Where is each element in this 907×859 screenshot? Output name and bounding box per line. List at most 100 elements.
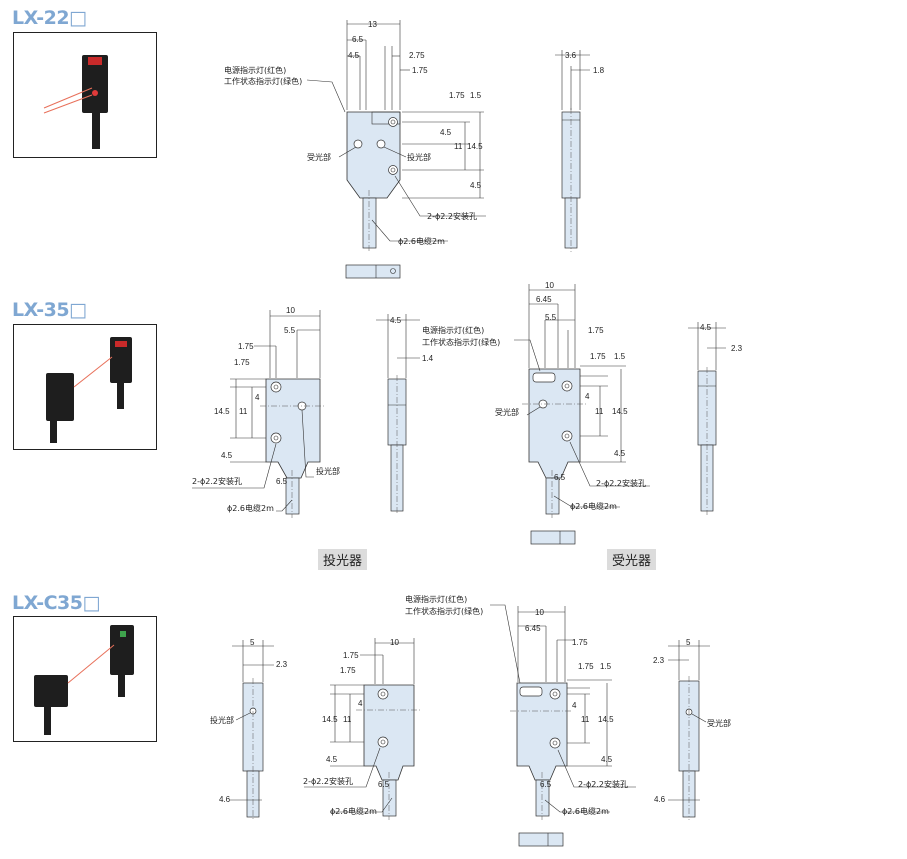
lx22-bottom-view [345, 264, 401, 279]
cable-label: ϕ2.6电缆2m [227, 503, 274, 513]
receiver-part-label: 受光部 [495, 407, 519, 417]
dim-label: 11 [454, 142, 463, 151]
dim-label: 1.75 [590, 352, 606, 361]
lxc35-receiver-bottom-view [518, 832, 564, 847]
section-title-lx22: LX-22□ [12, 7, 87, 29]
dim-label: 10 [535, 608, 544, 617]
dim-label: 1.75 [343, 651, 359, 660]
lx35-receiver-bottom-view [530, 530, 576, 545]
lxc35-emitter-front-view [304, 638, 420, 820]
dim-label: 11 [581, 715, 590, 724]
dim-label: 6.5 [554, 473, 566, 482]
dim-label: 1.75 [572, 638, 588, 647]
dim-label: 14.5 [598, 715, 614, 724]
dim-label: 11 [595, 407, 604, 416]
dim-label: 1.5 [614, 352, 626, 361]
dim-label: 6.5 [276, 477, 288, 486]
dim-label: 1.75 [340, 666, 356, 675]
dim-label: 1.75 [449, 91, 465, 100]
dim-label: 2.75 [409, 51, 425, 60]
dim-label: 4.6 [654, 795, 666, 804]
lx35-receiver-side-view [688, 322, 726, 515]
dim-label: 14.5 [467, 142, 483, 151]
dim-label: 4 [572, 701, 577, 710]
dim-label: 6.45 [536, 295, 552, 304]
mounting-hole-label: 2-ϕ2.2安装孔 [596, 478, 646, 488]
dim-label: 4.5 [601, 755, 613, 764]
dim-label: 1.8 [593, 66, 605, 75]
dim-label: 4.5 [470, 181, 482, 190]
lxc35-emitter-side-view [230, 640, 274, 820]
dim-label: 6.5 [540, 780, 552, 789]
caption-receiver: 受光器 [607, 549, 657, 570]
dim-label: 1.4 [422, 354, 434, 363]
lx35-emitter-front-view [192, 310, 325, 518]
dim-label: 11 [239, 407, 248, 416]
lx35-receiver-front-view [514, 284, 650, 518]
section-title-lx35: LX-35□ [12, 299, 87, 321]
product-photo-lx35 [13, 324, 157, 450]
dim-label: 1.75 [412, 66, 428, 75]
dim-label: 1.75 [578, 662, 594, 671]
dim-label: 10 [390, 638, 399, 647]
dim-label: 14.5 [612, 407, 628, 416]
led-label: 电源指示灯(红色) [224, 65, 286, 75]
mounting-hole-label: 2-ϕ2.2安装孔 [303, 776, 353, 786]
dim-label: 1.75 [234, 358, 250, 367]
product-photo-lxc35 [13, 616, 157, 742]
cable-label: ϕ2.6电缆2m [570, 501, 617, 511]
emitter-part-label: 投光部 [210, 715, 234, 725]
dim-label: 4.5 [390, 316, 402, 325]
led-status-label: 工作状态指示灯(绿色) [224, 76, 302, 86]
dim-label: 4.5 [326, 755, 338, 764]
dim-label: 4.5 [614, 449, 626, 458]
receiver-part-label: 受光部 [307, 152, 331, 162]
dim-label: 6.5 [352, 35, 364, 44]
dim-label: 4.6 [219, 795, 231, 804]
dim-label: 5.5 [284, 326, 296, 335]
section-title-lxc35: LX-C35□ [12, 592, 100, 614]
mounting-hole-label: 2-ϕ2.2安装孔 [192, 476, 242, 486]
dim-label: 10 [286, 306, 295, 315]
dim-label: 14.5 [322, 715, 338, 724]
lxc35-receiver-front-view [490, 604, 636, 820]
dim-label: 1.75 [238, 342, 254, 351]
caption-emitter: 投光器 [318, 549, 368, 570]
dim-label: 2.3 [276, 660, 288, 669]
dim-label: 11 [343, 715, 352, 724]
dim-label: 4.5 [440, 128, 452, 137]
emitter-part-label: 投光部 [316, 466, 340, 476]
dim-label: 1.5 [600, 662, 612, 671]
dim-label: 5 [250, 638, 255, 647]
emitter-part-label: 投光部 [407, 152, 431, 162]
dim-label: 1.75 [588, 326, 604, 335]
cable-label: ϕ2.6电缆2m [398, 236, 445, 246]
dim-label: 4.5 [700, 323, 712, 332]
dim-label: 5.5 [545, 313, 557, 322]
dim-label: 1.5 [470, 91, 482, 100]
dim-label: 13 [368, 20, 377, 29]
dim-label: 4 [358, 699, 363, 708]
led-status-label: 工作状态指示灯(绿色) [405, 606, 483, 616]
lx35-emitter-side-view [376, 314, 420, 515]
mounting-hole-label: 2-ϕ2.2安装孔 [578, 779, 628, 789]
led-label: 电源指示灯(红色) [422, 325, 484, 335]
led-label: 电源指示灯(红色) [405, 594, 467, 604]
dim-label: 2.3 [731, 344, 743, 353]
lx22-side-view [555, 50, 590, 252]
lxc35-receiver-side-view [668, 640, 710, 820]
dim-label: 4.5 [348, 51, 360, 60]
cable-label: ϕ2.6电缆2m [562, 806, 609, 816]
lx22-front-view [306, 20, 486, 252]
dim-label: 3.6 [565, 51, 577, 60]
product-photo-lx22 [13, 32, 157, 158]
dim-label: 10 [545, 281, 554, 290]
mounting-hole-label: 2-ϕ2.2安装孔 [427, 211, 477, 221]
dim-label: 2.3 [653, 656, 665, 665]
dim-label: 14.5 [214, 407, 230, 416]
cable-label: ϕ2.6电缆2m [330, 806, 377, 816]
dim-label: 4 [255, 393, 260, 402]
led-status-label: 工作状态指示灯(绿色) [422, 337, 500, 347]
receiver-part-label: 受光部 [707, 718, 731, 728]
